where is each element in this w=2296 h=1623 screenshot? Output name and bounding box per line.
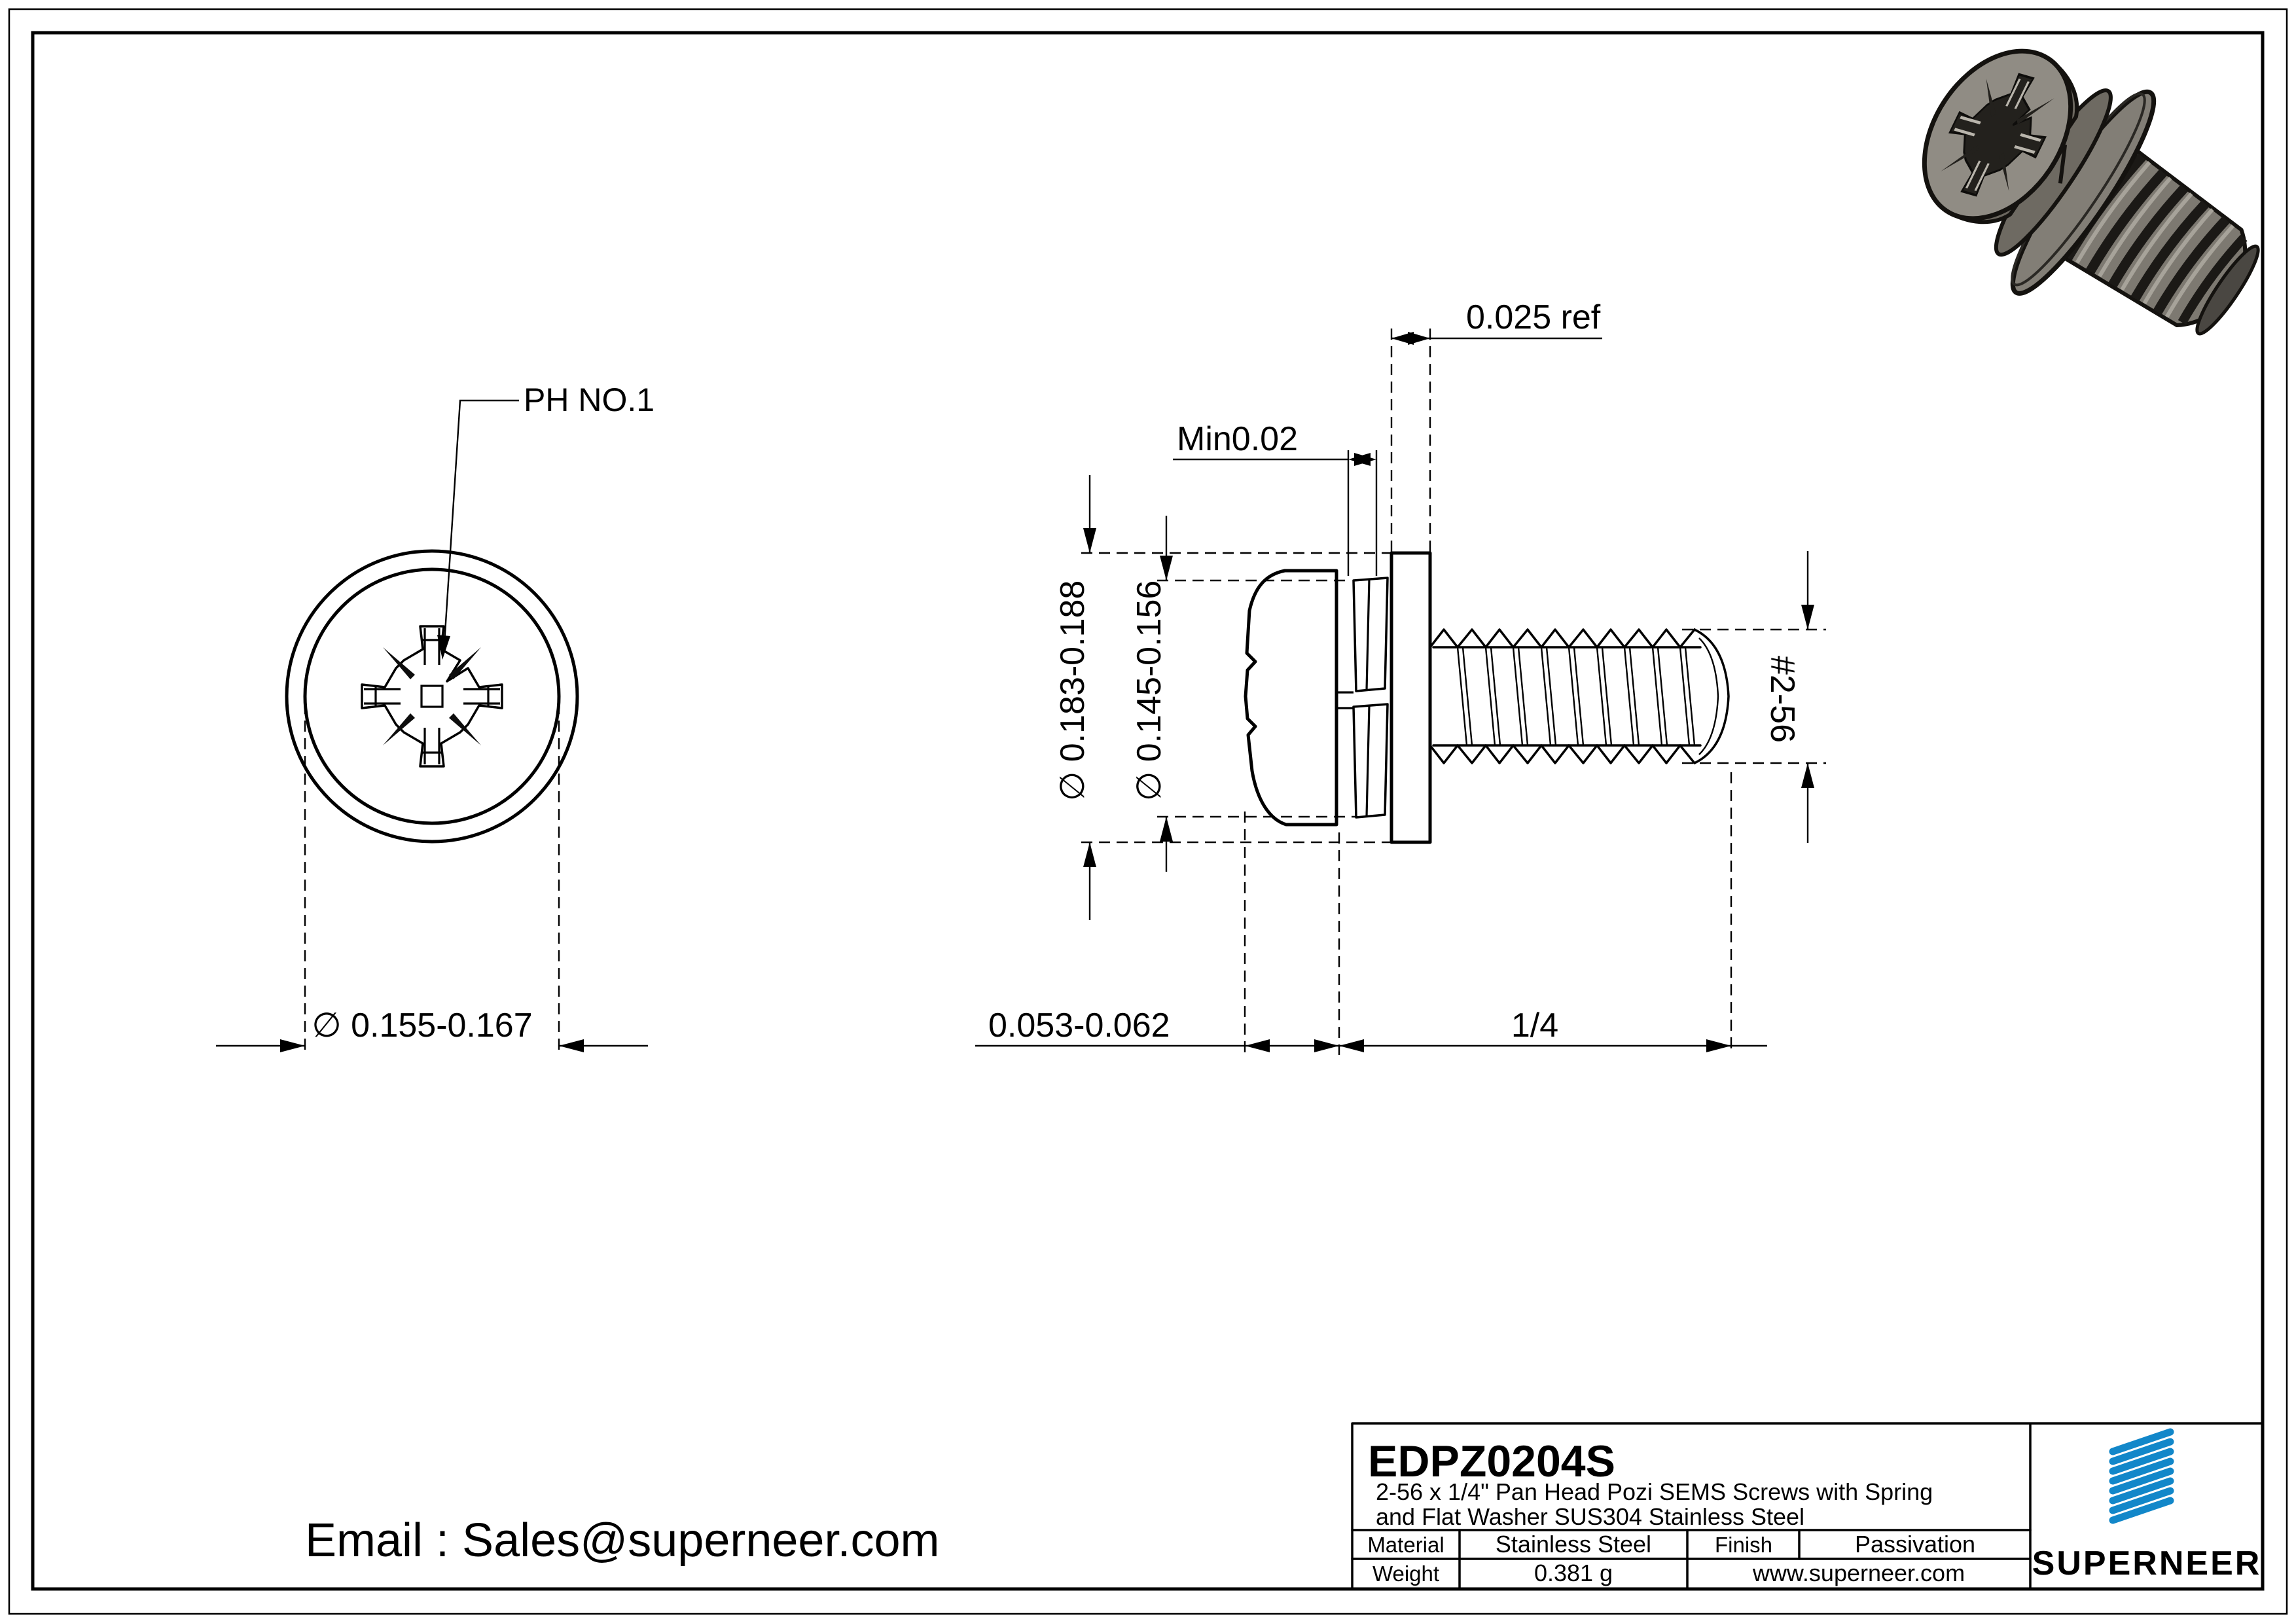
brand-name: SUPERNEER (2032, 1544, 2262, 1582)
spring-od-dim: ∅ 0.145-0.156 (1130, 516, 1356, 872)
pozi-center-square (420, 685, 444, 708)
thread-flanks (1456, 647, 1696, 746)
website-link[interactable]: www.superneer.com (1752, 1560, 1965, 1586)
outer-border (8, 8, 2288, 1615)
washer-thickness-text: 0.025 ref (1466, 298, 1601, 336)
head-height-text: 0.053-0.062 (988, 1007, 1170, 1044)
thread-length-text: 1/4 (1511, 1007, 1558, 1044)
inner-border (31, 31, 2265, 1591)
thread-spec-dim: #2-56 (1682, 551, 1826, 843)
spring-od-text: ∅ 0.145-0.156 (1130, 580, 1168, 801)
brand-logo: SUPERNEER (2032, 1428, 2262, 1582)
washer-outline-circle (285, 549, 579, 844)
spring-washer (1336, 577, 1389, 819)
drive-leader: PH NO.1 (437, 382, 655, 660)
front-view: PH NO.1 ∅ 0.155-0.167 (216, 382, 655, 1055)
part-number: EDPZ0204S (1368, 1436, 1615, 1486)
pozi-drive-recess (361, 625, 503, 768)
head-diameter-dim: ∅ 0.155-0.167 (312, 1007, 532, 1044)
side-view: 0.025 ref Min0.02 ∅ 0.183-0.188 ∅ 0.145-… (975, 298, 1826, 1055)
washer-thickness-dim: 0.025 ref (1390, 298, 1602, 553)
thread-crest-top (1429, 628, 1696, 649)
thread-tip (1693, 628, 1730, 764)
flat-washer (1390, 551, 1432, 844)
finish-value: Passivation (1855, 1531, 1975, 1558)
thread-spec-text: #2-56 (1763, 656, 1801, 743)
front-dimension: ∅ 0.155-0.167 (216, 703, 648, 1055)
pan-head-profile (1244, 569, 1338, 827)
description-line2: and Flat Washer SUS304 Stainless Steel (1376, 1503, 1804, 1530)
email-text: Email : Sales@superneer.com (305, 1514, 940, 1567)
drive-label: PH NO.1 (524, 382, 655, 418)
screw-3d-render (1922, 48, 2260, 336)
title-block: EDPZ0204S 2-56 x 1/4" Pan Head Pozi SEMS… (1351, 1422, 2264, 1590)
logo-stripes-icon (2109, 1428, 2174, 1524)
spring-min-text: Min0.02 (1177, 420, 1298, 458)
head-outline-circle (303, 567, 561, 825)
thread-tip-3d (2195, 244, 2260, 336)
weight-value: 0.381 g (1534, 1560, 1613, 1586)
washer-od-text: ∅ 0.183-0.188 (1054, 580, 1092, 801)
pozi-cross-outline (361, 625, 503, 768)
bottom-dims: 0.053-0.062 1/4 (975, 772, 1767, 1055)
pozi-recess-3d (1941, 73, 2054, 197)
thread-crest-bottom (1429, 744, 1696, 764)
pozi-spikes (383, 647, 481, 745)
weight-label: Weight (1372, 1561, 1439, 1586)
threaded-shank (1429, 628, 1730, 764)
material-value: Stainless Steel (1496, 1531, 1651, 1558)
spring-min-dim: Min0.02 (1173, 420, 1378, 576)
finish-label: Finish (1715, 1533, 1772, 1557)
pozi-inner-slot-lines (364, 628, 500, 764)
material-label: Material (1367, 1533, 1444, 1557)
washer-od-dim: ∅ 0.183-0.188 (1054, 475, 1391, 920)
description-line1: 2-56 x 1/4" Pan Head Pozi SEMS Screws wi… (1376, 1478, 1933, 1505)
